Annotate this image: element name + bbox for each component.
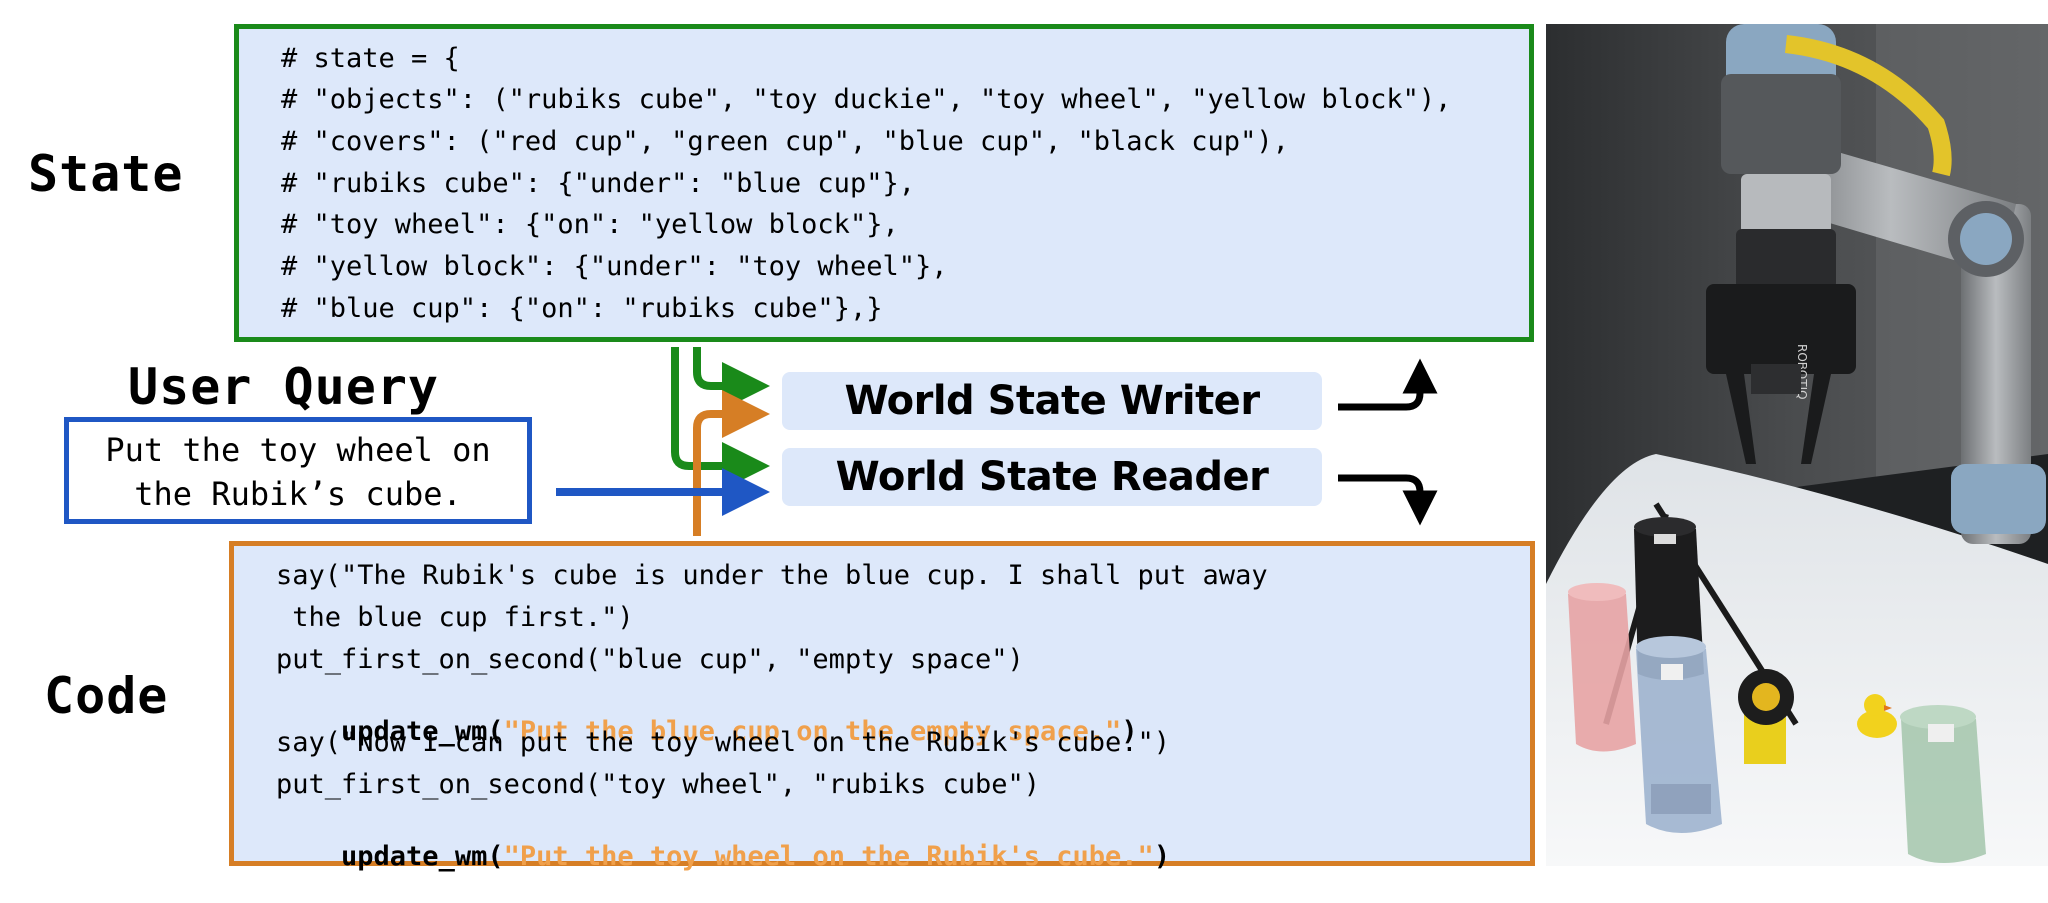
state-line: # "toy wheel": {"on": "yellow block"}, — [281, 209, 899, 240]
code-to-writer-arrow — [693, 390, 770, 536]
state-line: # "yellow block": {"under": "toy wheel"}… — [281, 251, 948, 282]
user-query-label: User Query — [128, 358, 440, 416]
code-line: the blue cup first.") — [276, 602, 634, 633]
code-line-update-wm: update_wm("Put the toy wheel on the Rubi… — [276, 810, 1170, 903]
code-line: put_first_on_second("blue cup", "empty s… — [276, 644, 1024, 675]
state-to-writer-arrow — [693, 347, 770, 410]
user-query-box: Put the toy wheel on the Rubik’s cube. — [64, 417, 532, 524]
robot-scene-illustration: ROBOTIQ — [1546, 24, 2048, 866]
code-line: say("The Rubik's cube is under the blue … — [276, 560, 1268, 591]
code-line-update-wm: update_wm("Put the blue cup on the empty… — [276, 685, 1138, 778]
world-state-writer-box: World State Writer — [782, 372, 1322, 430]
program-code-box: say("The Rubik's cube is under the blue … — [229, 541, 1535, 872]
function-name: update_wm( — [341, 716, 504, 747]
close-paren: ) — [1153, 841, 1171, 872]
robot-arm-photo: ROBOTIQ — [1546, 24, 2048, 866]
reader-output-arrow — [1338, 474, 1438, 526]
code-line: say("Now I can put the toy wheel on the … — [276, 727, 1171, 758]
close-paren: ) — [1121, 716, 1138, 747]
state-line: # state = { — [281, 43, 460, 74]
state-code-box: # state = { # "objects": ("rubiks cube",… — [234, 24, 1534, 342]
state-to-reader-arrow — [671, 347, 770, 490]
query-text-line: Put the toy wheel on — [105, 431, 491, 469]
code-label: Code — [44, 667, 169, 725]
state-label: State — [28, 145, 184, 203]
state-line: # "rubiks cube": {"under": "blue cup"}, — [281, 168, 915, 199]
query-text-line: the Rubik’s cube. — [134, 475, 462, 513]
update-string: "Put the blue cup on the empty space." — [503, 716, 1122, 747]
function-name: update_wm( — [341, 841, 504, 872]
state-line: # "blue cup": {"on": "rubiks cube"},} — [281, 293, 883, 324]
world-state-reader-box: World State Reader — [782, 448, 1322, 506]
code-line: put_first_on_second("toy wheel", "rubiks… — [276, 769, 1041, 800]
state-line: # "covers": ("red cup", "green cup", "bl… — [281, 126, 1289, 157]
writer-output-arrow — [1338, 358, 1438, 411]
state-line: # "objects": ("rubiks cube", "toy duckie… — [281, 84, 1452, 115]
update-string: "Put the toy wheel on the Rubik's cube." — [503, 841, 1154, 872]
